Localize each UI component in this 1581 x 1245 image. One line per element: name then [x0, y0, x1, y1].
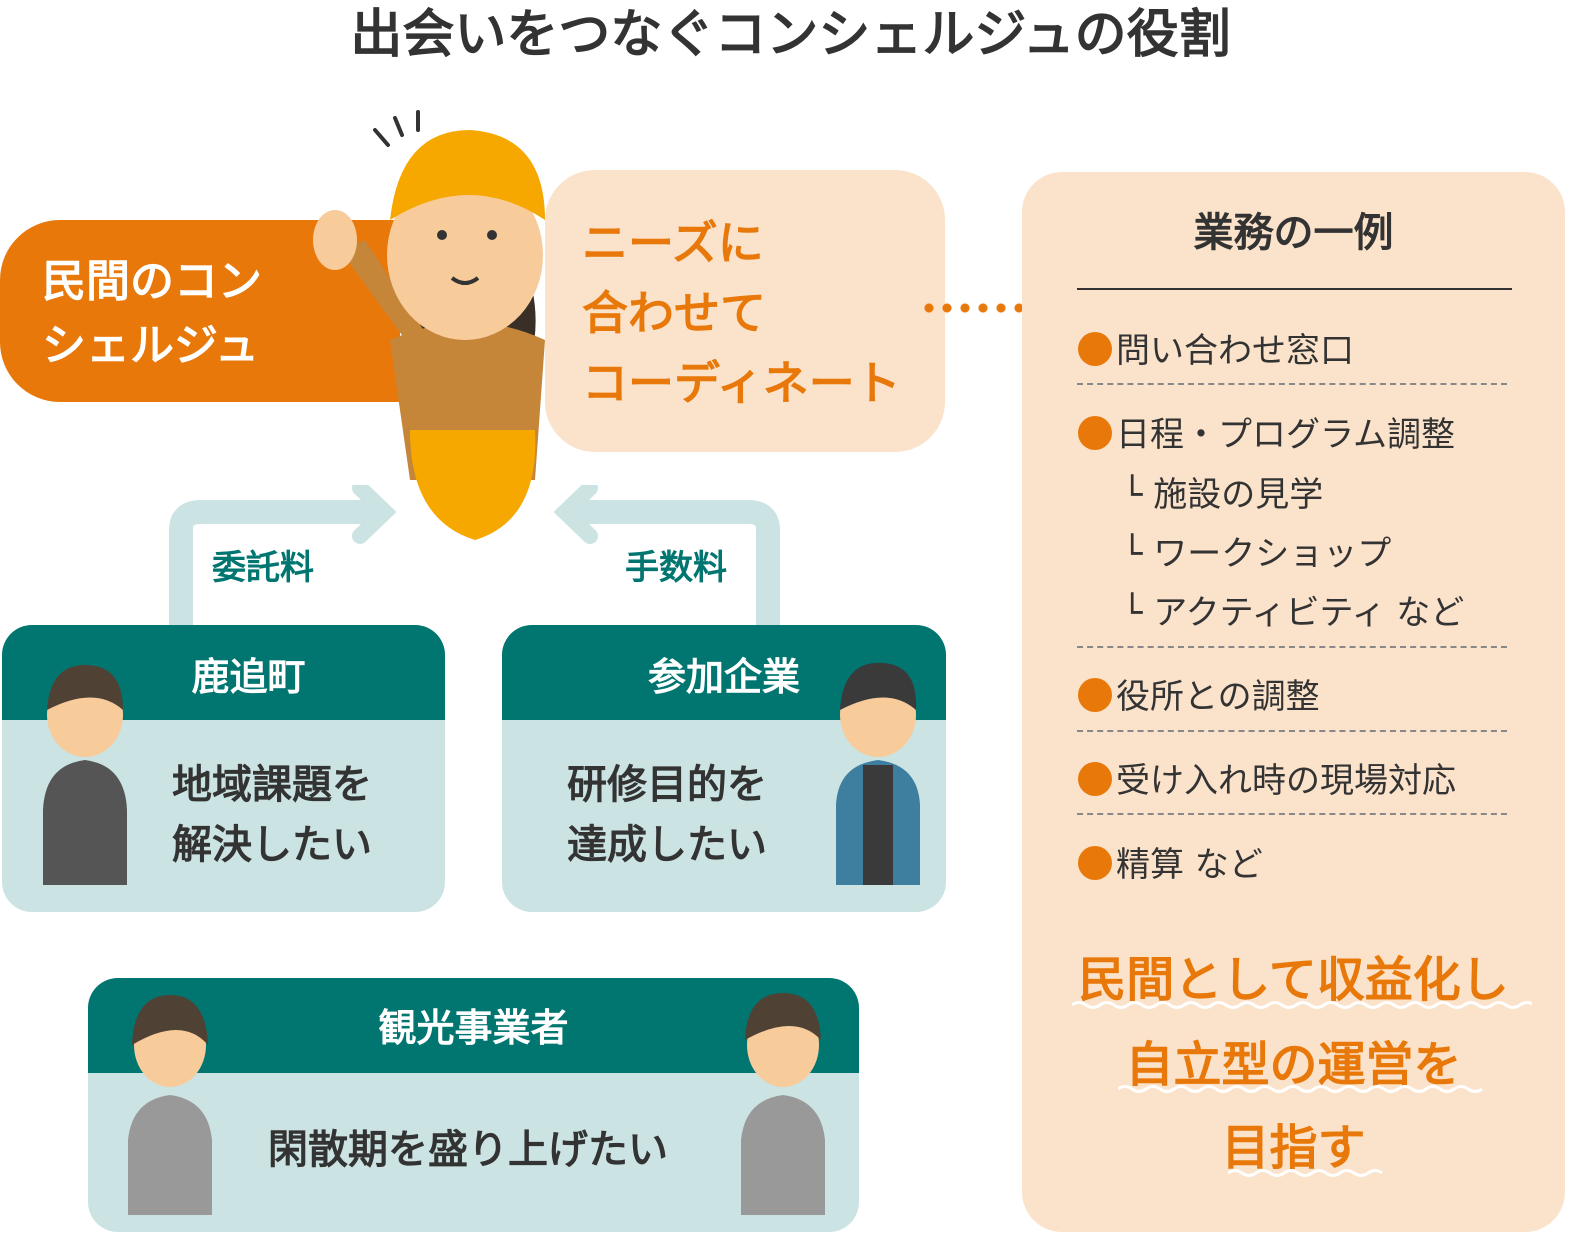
divider: [1077, 383, 1507, 385]
goal-line: 自立型の運営を: [1125, 1037, 1462, 1093]
left-arrow: [169, 500, 375, 630]
task-label: 日程・プログラム調整: [1116, 415, 1455, 455]
role-text: ニーズに 合わせて コーディネート: [582, 208, 901, 418]
connector-dots: [920, 302, 1050, 314]
heading-rule: [1077, 288, 1512, 290]
right-arrow: [575, 500, 780, 630]
task-item: 日程・プログラム調整: [1078, 407, 1455, 456]
card-body: 研修目的を達成したい: [567, 755, 767, 875]
task-item: 受け入れ時の現場対応: [1078, 753, 1456, 802]
body-line: 解決したい: [172, 822, 372, 868]
tourism-worker-male-illustration: [741, 993, 825, 1215]
town-official-illustration: [43, 665, 127, 885]
divider: [1077, 730, 1507, 732]
divider: [1077, 813, 1507, 815]
tasks-heading: 業務の一例: [1193, 210, 1394, 256]
task-label: 役所との調整: [1116, 677, 1320, 717]
wavy-underline: [1228, 1169, 1383, 1177]
goal-line: 目指す: [1221, 1120, 1366, 1176]
card-body: 閑散期を盛り上げたい: [268, 1127, 668, 1173]
bullet-icon: [1078, 762, 1112, 796]
bullet-icon: [1078, 846, 1112, 880]
label-line: シェルジュ: [42, 320, 259, 371]
label-line: 民間のコン: [42, 256, 262, 307]
commission-fee-label: 委託料: [212, 548, 314, 588]
role-line: 合わせて: [582, 286, 766, 340]
card-title: 観光事業者: [88, 978, 859, 1073]
task-label: 受け入れ時の現場対応: [1116, 761, 1456, 801]
card-body: 地域課題を解決したい: [172, 755, 372, 875]
body-line: 達成したい: [567, 822, 767, 868]
task-label: 問い合わせ窓口: [1116, 331, 1354, 371]
card-tourism: 観光事業者 閑散期を盛り上げたい: [88, 978, 859, 1232]
task-subitem: └ ワークショップ: [1122, 534, 1392, 574]
goal-line: 民間として収益化し: [1078, 952, 1509, 1008]
bullet-icon: [1078, 416, 1112, 450]
task-label: 精算 など: [1116, 845, 1263, 885]
task-item: 役所との調整: [1078, 669, 1320, 718]
task-subitem: └ 施設の見学: [1122, 475, 1324, 515]
role-line: コーディネート: [582, 356, 901, 410]
task-item: 精算 など: [1078, 837, 1263, 886]
fee-arrows: [169, 485, 780, 630]
concierge-illustration: [313, 110, 545, 540]
bullet-icon: [1078, 678, 1112, 712]
bullet-icon: [1078, 332, 1112, 366]
tourism-worker-female-illustration: [128, 995, 212, 1215]
body-line: 地域課題を: [172, 762, 372, 808]
task-item: 問い合わせ窓口: [1078, 323, 1354, 372]
concierge-label: 民間のコン シェルジュ: [42, 250, 262, 378]
divider: [1077, 646, 1507, 648]
role-line: ニーズに: [582, 216, 764, 270]
task-subitem: └ アクティビティ など: [1122, 593, 1465, 633]
tasks-panel: [1022, 172, 1565, 1232]
role-box: [545, 170, 945, 452]
handling-fee-label: 手数料: [625, 548, 727, 588]
company-employee-illustration: [836, 662, 920, 885]
wavy-underline: [1118, 1085, 1483, 1093]
wavy-underline: [1072, 1001, 1532, 1009]
diagram-title: 出会いをつなぐコンシェルジュの役割: [350, 5, 1231, 65]
body-line: 研修目的を: [567, 762, 767, 808]
